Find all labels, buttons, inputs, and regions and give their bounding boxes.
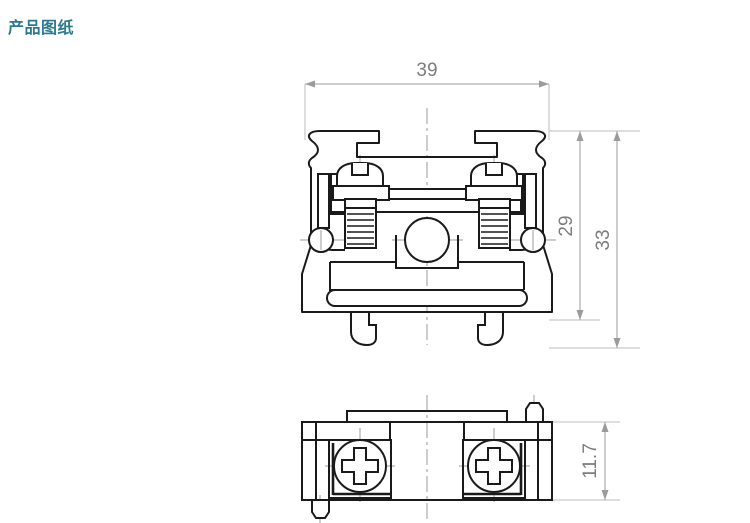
hole-center: [404, 217, 450, 263]
front-view-busbar: [330, 188, 522, 213]
screw-left: [336, 162, 384, 249]
bv-top-bar: [346, 410, 508, 423]
foot-left: [350, 311, 377, 347]
clamp-yoke-left: [332, 185, 390, 201]
contact-plate-right-outer: [524, 173, 537, 229]
phillips-right-cross: [475, 447, 513, 485]
front-view-holes: [308, 217, 546, 263]
pin-top-right: [525, 402, 544, 423]
dim-label-33: 33: [593, 229, 614, 250]
front-view-body-outline: [301, 130, 553, 313]
dimension-overall-width: 39: [305, 60, 549, 88]
busbar-lower: [330, 198, 522, 213]
phillips-left-cross: [341, 447, 379, 485]
dimension-overall-height: 33: [593, 131, 621, 348]
front-view-mounting-feet: [350, 311, 504, 347]
screw-left-threads: [347, 213, 374, 245]
screw-right-collar: [478, 198, 511, 209]
screw-right-threads: [481, 213, 508, 245]
dim-label-39: 39: [416, 60, 437, 81]
screw-left-collar: [344, 198, 377, 209]
dim-label-29: 29: [556, 215, 577, 236]
page-title: 产品图纸: [8, 20, 75, 37]
center-post-lower: [395, 235, 459, 269]
bottom-view-pins: [311, 402, 544, 519]
front-view-hole-crosshairs: [320, 230, 534, 250]
front-view-clamp-yokes: [332, 185, 523, 201]
clamp-yoke-right: [465, 185, 523, 201]
phillips-screw-right: [467, 439, 521, 493]
front-view-extension-lines: [304, 84, 640, 349]
rail-slot: [326, 289, 528, 307]
screw-right: [470, 162, 518, 249]
foot-right: [477, 311, 504, 347]
front-view-rail-slot: [326, 289, 528, 307]
front-view: 39 29 33: [300, 60, 640, 349]
phillips-screw-left: [333, 439, 387, 493]
contact-plate-left-outer: [317, 173, 330, 229]
screw-left-slot: [351, 163, 369, 176]
dimension-body-height: 29: [556, 131, 584, 320]
dim-label-117: 11.7: [580, 443, 601, 479]
screw-right-slot: [485, 163, 503, 176]
pin-bottom-left: [311, 499, 330, 519]
bottom-view: 11.7: [301, 395, 620, 523]
dimension-depth: 11.7: [580, 422, 609, 500]
body-outer-profile: [301, 130, 553, 313]
